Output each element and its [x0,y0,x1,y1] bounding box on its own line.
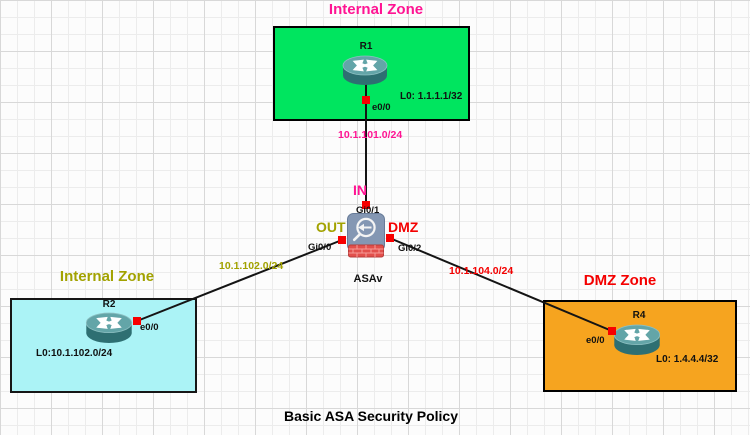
router-r2-label[interactable]: R2 [102,299,116,310]
link-r4-asav[interactable] [391,238,613,332]
router-r2-icon[interactable] [85,312,133,349]
r2-port-label[interactable]: e0/0 [140,322,159,333]
asav-port-gi02-label[interactable]: Gi0/2 [398,243,422,254]
asav-zone-in-label[interactable]: IN [353,182,367,198]
link-endpoint-asav-dmz [386,234,394,242]
link-r2-asav[interactable] [136,239,343,322]
asav-firewall-icon[interactable] [346,212,386,263]
zone-label-internal-top[interactable]: Internal Zone [328,1,424,18]
asav-name-label[interactable]: ASAv [353,273,383,285]
r1-loopback-label[interactable]: L0: 1.1.1.1/32 [400,91,463,102]
link-endpoint-r1 [362,96,370,104]
link-endpoint-asav-out [338,236,346,244]
zone-label-internal-left[interactable]: Internal Zone [59,268,155,285]
router-r4-icon[interactable] [613,324,661,361]
r4-port-label[interactable]: e0/0 [586,335,605,346]
link-endpoint-r4 [608,327,616,335]
r2-loopback-label[interactable]: L0:10.1.102.0/24 [36,348,113,359]
asav-port-gi00-label[interactable]: Gi0/0 [308,242,332,253]
router-r1-icon[interactable] [342,55,388,91]
diagram-title[interactable]: Basic ASA Security Policy [283,408,459,424]
subnet-label-10-1-102[interactable]: 10.1.102.0/24 [219,260,284,272]
link-endpoint-asav-in [362,201,370,209]
r4-loopback-label[interactable]: L0: 1.4.4.4/32 [656,354,719,365]
subnet-label-10-1-104[interactable]: 10.1.104.0/24 [449,265,514,277]
r1-port-label[interactable]: e0/0 [372,102,391,113]
subnet-label-10-1-101[interactable]: 10.1.101.0/24 [338,129,403,141]
router-r4-label[interactable]: R4 [632,310,646,321]
router-r1-label[interactable]: R1 [359,41,373,52]
asav-zone-dmz-label[interactable]: DMZ [388,219,419,235]
zone-label-dmz[interactable]: DMZ Zone [583,272,657,289]
asav-port-gi01-label[interactable]: Gi0/1 [356,205,380,216]
link-endpoint-r2 [133,317,141,325]
asav-zone-out-label[interactable]: OUT [316,219,346,235]
